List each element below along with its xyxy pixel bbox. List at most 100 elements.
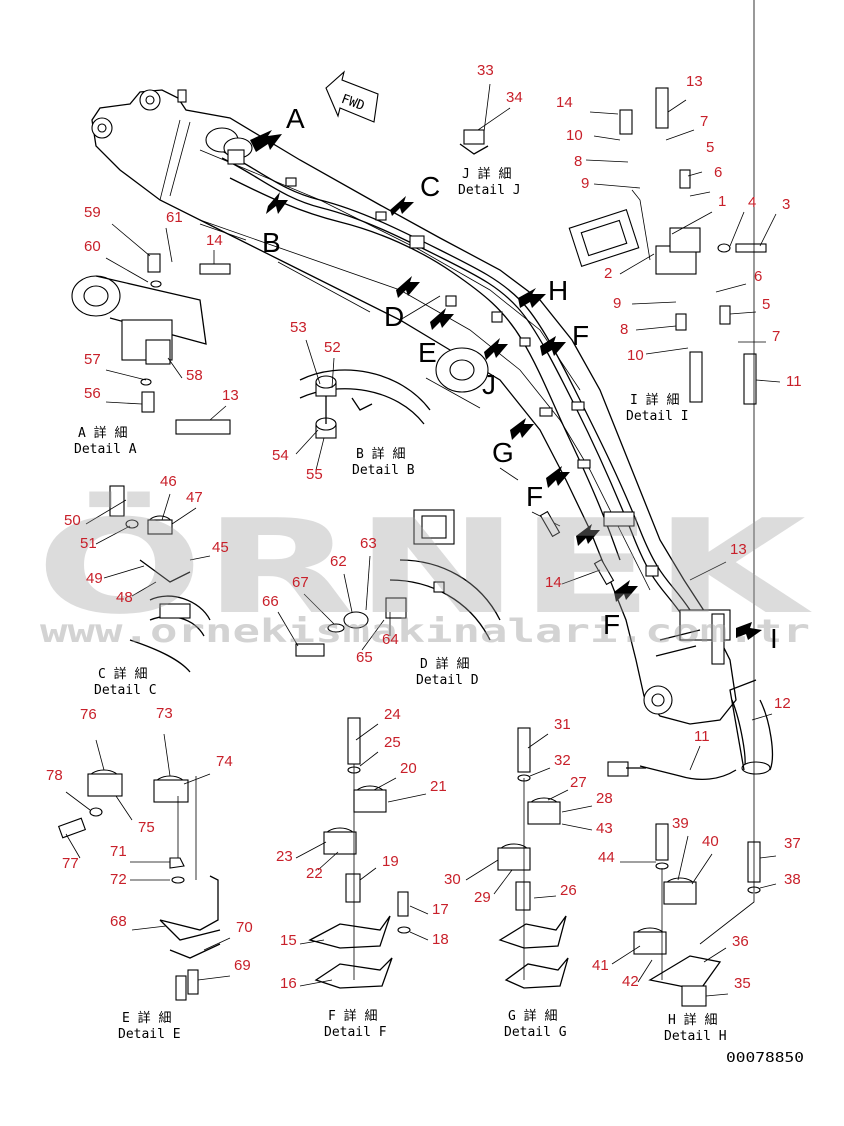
callout-56: 56 — [84, 385, 101, 402]
callout-69: 69 — [234, 957, 251, 974]
watermark-logo: ÖRNEK — [36, 491, 812, 643]
drawing-number: 00078850 — [726, 1051, 804, 1066]
callout-58: 58 — [186, 367, 203, 384]
callout-8: 8 — [574, 153, 582, 170]
callout-49: 49 — [86, 570, 103, 587]
caption-en: Detail A — [74, 442, 137, 457]
callout-18: 18 — [432, 931, 449, 948]
caption-jp: E 詳 細 — [122, 1010, 171, 1026]
detail-d-drawing — [277, 509, 501, 657]
detail-letter-h: H — [548, 275, 568, 306]
callout-57: 57 — [84, 351, 101, 368]
callout-74: 74 — [216, 753, 233, 770]
detail-letter-f1: F — [526, 481, 543, 512]
callout-31: 31 — [554, 716, 571, 733]
callout-54: 54 — [272, 447, 289, 464]
callout-4: 4 — [748, 194, 756, 211]
callout-9: 9 — [581, 175, 589, 192]
callout-61: 61 — [166, 209, 183, 226]
detail-letter-g: G — [492, 437, 514, 468]
callout-13: 13 — [730, 541, 747, 558]
caption-jp: G 詳 細 — [508, 1008, 557, 1024]
callout-51: 51 — [80, 535, 97, 552]
arm-pins — [539, 510, 773, 771]
callout-48: 48 — [116, 589, 133, 606]
callout-29: 29 — [474, 889, 491, 906]
callout-19: 19 — [382, 853, 399, 870]
callout-5: 5 — [762, 296, 770, 313]
callout-33: 33 — [477, 62, 494, 79]
caption-en: Detail I — [626, 409, 689, 424]
callout-46: 46 — [160, 473, 177, 490]
callout-38: 38 — [784, 871, 801, 888]
callout-50: 50 — [64, 512, 81, 529]
detail-letter-i: I — [770, 623, 778, 654]
detail-arrows — [250, 130, 762, 640]
callout-67: 67 — [292, 574, 309, 591]
detail-letter-a: A — [286, 103, 305, 134]
callout-1: 1 — [718, 193, 726, 210]
watermark: ÖRNEK www.ornekismakinalari.com.tr — [36, 491, 812, 650]
detail-f-drawing — [295, 717, 429, 989]
callout-6: 6 — [754, 268, 762, 285]
callout-65: 65 — [356, 649, 373, 666]
detail-letter-c: C — [420, 171, 440, 202]
callout-14: 14 — [206, 232, 223, 249]
callout-10: 10 — [566, 127, 583, 144]
watermark-url: www.ornekismakinalari.com.tr — [40, 612, 810, 650]
callout-25: 25 — [384, 734, 401, 751]
caption-en: Detail B — [352, 463, 415, 478]
callout-23: 23 — [276, 848, 293, 865]
callout-36: 36 — [732, 933, 749, 950]
detail-c-drawing — [85, 485, 211, 673]
callout-42: 42 — [622, 973, 639, 990]
callout-60: 60 — [84, 238, 101, 255]
callout-8: 8 — [620, 321, 628, 338]
callout-7: 7 — [700, 113, 708, 130]
callout-22: 22 — [306, 865, 323, 882]
caption-en: Detail F — [324, 1025, 387, 1040]
callout-14: 14 — [545, 574, 562, 591]
callout-24: 24 — [384, 706, 401, 723]
callout-32: 32 — [554, 752, 571, 769]
callout-28: 28 — [596, 790, 613, 807]
callout-73: 73 — [156, 705, 173, 722]
callout-77: 77 — [62, 855, 79, 872]
callout-78: 78 — [46, 767, 63, 784]
callout-13: 13 — [686, 73, 703, 90]
fwd-arrow: FWD — [325, 70, 379, 123]
callout-9: 9 — [613, 295, 621, 312]
callout-76: 76 — [80, 706, 97, 723]
callout-64: 64 — [382, 631, 399, 648]
detail-a-drawing — [71, 223, 231, 435]
callout-20: 20 — [400, 760, 417, 777]
callout-66: 66 — [262, 593, 279, 610]
detail-j-drawing — [459, 83, 511, 155]
detail-letter-j: J — [482, 369, 496, 400]
callout-63: 63 — [360, 535, 377, 552]
callout-5: 5 — [706, 139, 714, 156]
callout-21: 21 — [430, 778, 447, 795]
callout-37: 37 — [784, 835, 801, 852]
caption-en: Detail H — [664, 1029, 727, 1044]
callout-17: 17 — [432, 901, 449, 918]
callout-52: 52 — [324, 339, 341, 356]
callout-10: 10 — [627, 347, 644, 364]
callout-62: 62 — [330, 553, 347, 570]
callout-45: 45 — [212, 539, 229, 556]
caption-jp: D 詳 細 — [420, 656, 469, 672]
callout-14: 14 — [556, 94, 573, 111]
caption-jp: F 詳 細 — [328, 1008, 377, 1024]
